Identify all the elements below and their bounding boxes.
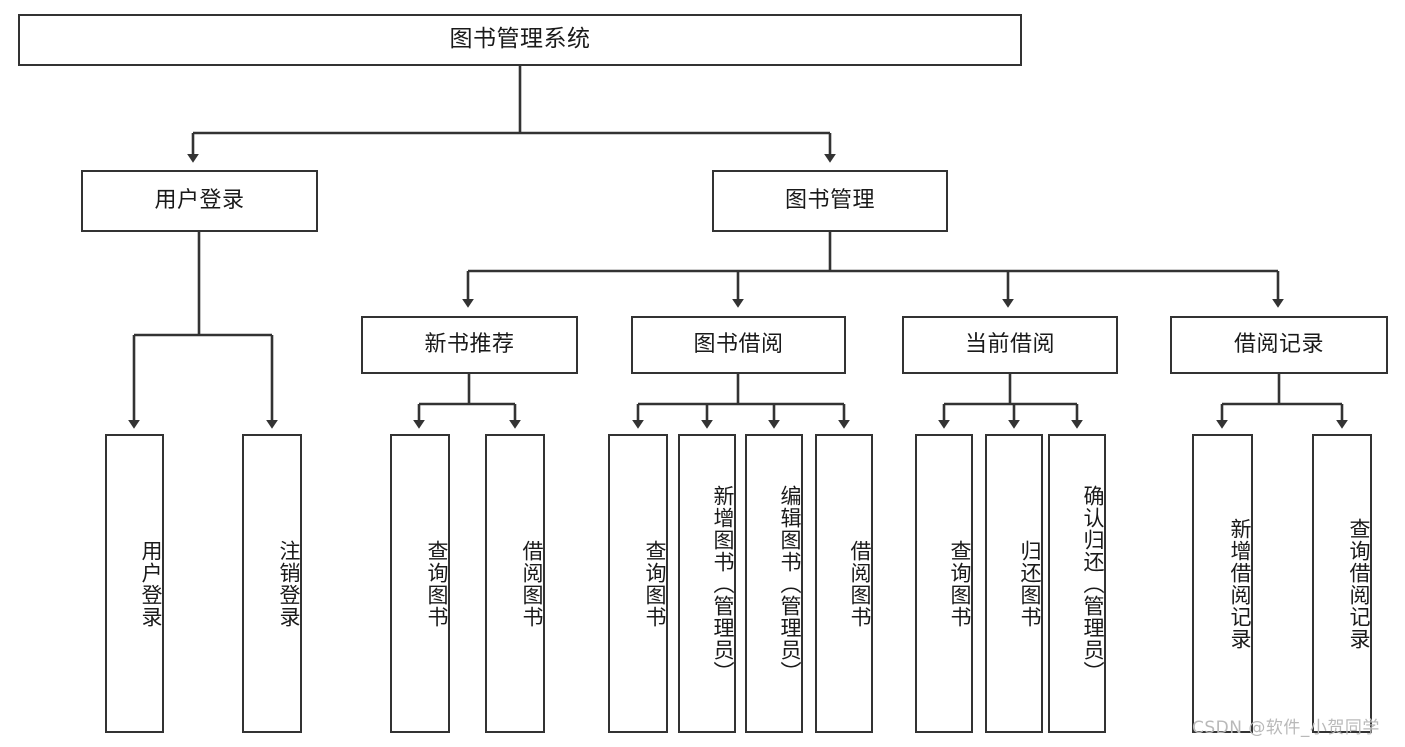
leaf-return-book[interactable]: 归还图书 [985, 434, 1043, 733]
node-label: 用户登录 [154, 187, 245, 213]
leaf-query-borrow-record[interactable]: 查询借阅记录 [1312, 434, 1372, 733]
leaf-logout-login[interactable]: 注销登录 [242, 434, 302, 733]
leaf-borrow-book-recommend[interactable]: 借阅图书 [485, 434, 545, 733]
node-label: 用户登录 [139, 539, 163, 628]
node-book-management[interactable]: 图书管理 [712, 170, 948, 232]
node-current-borrow[interactable]: 当前借阅 [902, 316, 1118, 374]
node-book-borrow[interactable]: 图书借阅 [631, 316, 846, 374]
node-label: 新书推荐 [424, 331, 515, 357]
node-label: 借阅记录 [1233, 331, 1324, 357]
node-label: 借阅图书 [520, 539, 544, 628]
node-label: 查询图书 [948, 539, 972, 628]
node-label: 图书管理系统 [449, 26, 591, 53]
leaf-query-book-borrow[interactable]: 查询图书 [608, 434, 668, 733]
node-root-book-management-system[interactable]: 图书管理系统 [18, 14, 1022, 66]
node-label: 注销登录 [277, 539, 301, 628]
leaf-user-login[interactable]: 用户登录 [105, 434, 164, 733]
node-label: 查询图书 [425, 539, 449, 628]
node-label: 新增图书（管理员） [711, 484, 735, 683]
node-label: 图书管理 [784, 187, 875, 213]
node-label: 图书借阅 [693, 331, 784, 357]
node-label: 查询借阅记录 [1347, 517, 1371, 650]
leaf-confirm-return-admin[interactable]: 确认归还（管理员） [1048, 434, 1106, 733]
node-label: 编辑图书（管理员） [778, 484, 802, 683]
leaf-borrow-book-borrow[interactable]: 借阅图书 [815, 434, 873, 733]
node-user-login[interactable]: 用户登录 [81, 170, 318, 232]
leaf-add-book-admin[interactable]: 新增图书（管理员） [678, 434, 736, 733]
leaf-edit-book-admin[interactable]: 编辑图书（管理员） [745, 434, 803, 733]
node-label: 确认归还（管理员） [1081, 484, 1105, 683]
leaf-query-book-recommend[interactable]: 查询图书 [390, 434, 450, 733]
node-borrow-record[interactable]: 借阅记录 [1170, 316, 1388, 374]
node-label: 归还图书 [1018, 539, 1042, 628]
node-label: 查询图书 [643, 539, 667, 628]
node-label: 新增借阅记录 [1228, 517, 1252, 650]
node-label: 借阅图书 [848, 539, 872, 628]
leaf-add-borrow-record[interactable]: 新增借阅记录 [1192, 434, 1253, 733]
node-new-book-recommend[interactable]: 新书推荐 [361, 316, 578, 374]
node-label: 当前借阅 [964, 331, 1055, 357]
leaf-query-book-current[interactable]: 查询图书 [915, 434, 973, 733]
